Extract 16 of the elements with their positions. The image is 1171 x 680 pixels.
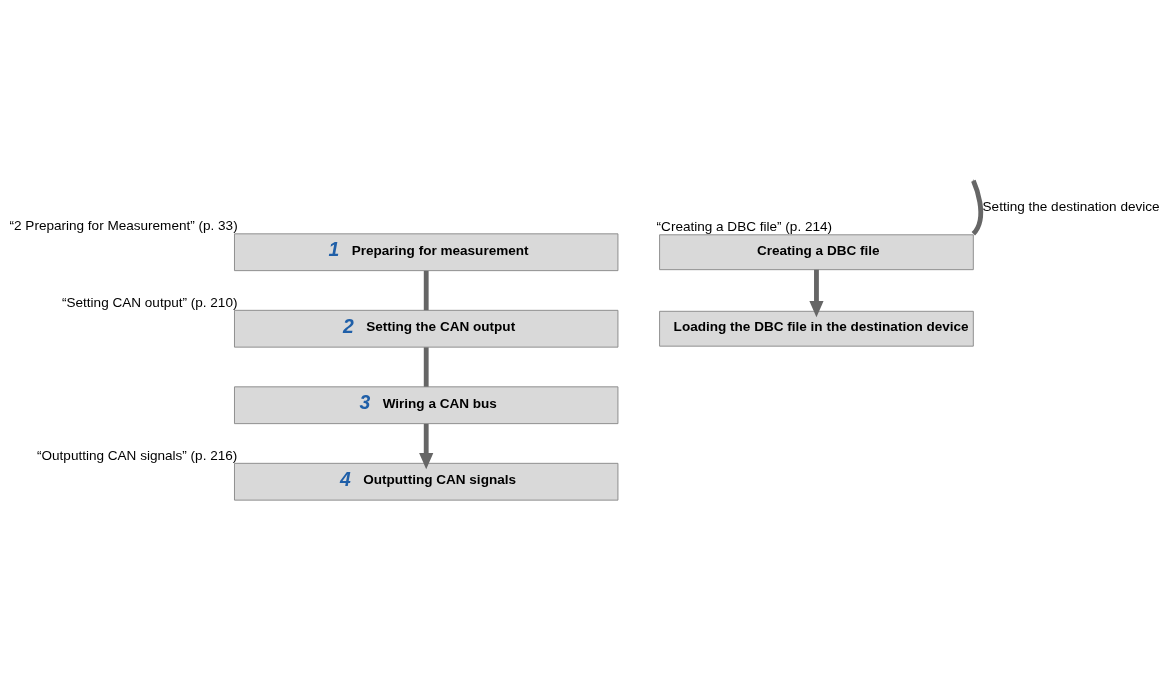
node-box: Loading the DBC file in the destination device — [659, 310, 974, 347]
edge-label: Setting the destination device — [982, 198, 1160, 214]
node-box: Creating a DBC file — [659, 234, 974, 271]
node-box: 4 Outputting CAN signals — [234, 462, 619, 501]
node-box: 2 Setting the CAN output — [234, 309, 619, 348]
node-label: “2 Preparing for Measurement” (p. 33) — [9, 218, 238, 234]
node-label: “Creating a DBC file” (p. 214) — [656, 219, 833, 235]
arrow — [809, 269, 824, 318]
arrow — [419, 423, 434, 470]
node-box: 3 Wiring a CAN bus — [234, 386, 619, 425]
node-box: 1 Preparing for measurement — [234, 233, 619, 272]
connector — [423, 347, 429, 387]
connector — [971, 179, 984, 236]
node-label: “Setting CAN output” (p. 210) — [62, 294, 238, 310]
connector — [423, 270, 429, 311]
node-label: “Outputting CAN signals” (p. 216) — [37, 447, 238, 463]
